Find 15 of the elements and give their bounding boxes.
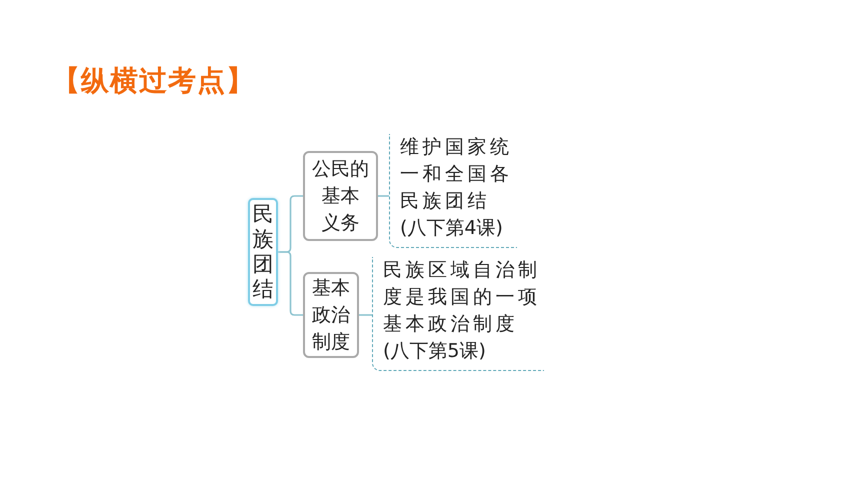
dashed-bracket-note	[389, 134, 517, 248]
section-heading: 【纵横过考点】	[52, 63, 255, 99]
lesson-reference: (八下第4课)	[400, 216, 504, 241]
category-box	[303, 151, 378, 241]
topic-label: 民族团结	[252, 202, 274, 302]
category-label: 基本政治制度	[312, 276, 350, 354]
lesson-reference: (八下第5课)	[383, 339, 487, 364]
connector-line	[378, 195, 389, 197]
dashed-bracket-note	[372, 257, 544, 371]
category-box	[303, 272, 359, 358]
topic-box	[248, 198, 278, 306]
connector-line	[359, 314, 372, 316]
note-text: 民族区域自治制度是我国的一项基本政治制度	[383, 258, 542, 337]
note-text: 维护国家统一和全国各民族团结	[400, 135, 514, 214]
category-label: 公民的基本义务	[312, 156, 369, 236]
